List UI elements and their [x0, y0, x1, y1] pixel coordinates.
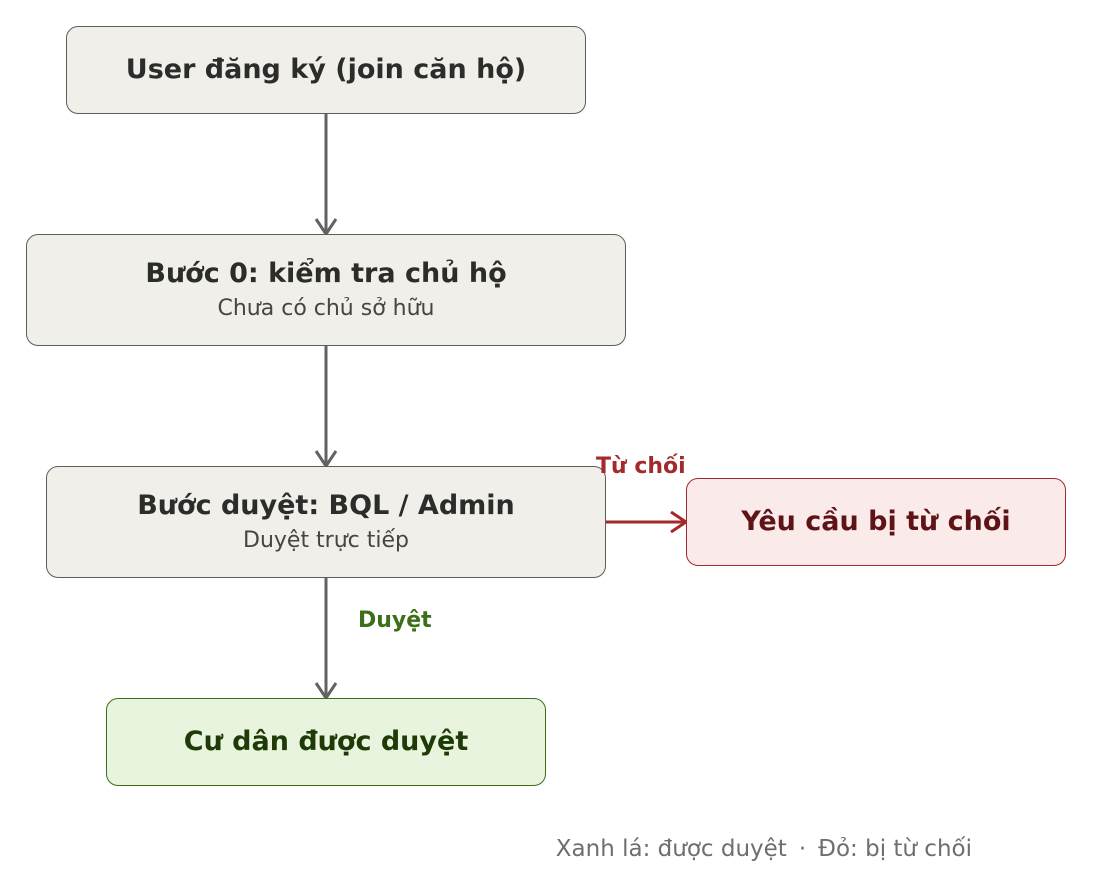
legend: Xanh lá: được duyệt · Đỏ: bị từ chối [0, 836, 972, 862]
approve-edge-label: Duyệt [358, 608, 432, 633]
approved-node: Cư dân được duyệt [106, 698, 546, 786]
edge-review-to-approved [314, 578, 338, 701]
legend-red: Đỏ: bị từ chối [818, 836, 972, 862]
register-node-title: User đăng ký (join căn hộ) [125, 54, 527, 86]
owner-check-node-title: Bước 0: kiểm tra chủ hộ [145, 258, 507, 290]
owner-check-node-subtitle: Chưa có chủ sở hữu [217, 296, 435, 322]
legend-green: Xanh lá: được duyệt [555, 836, 787, 862]
edge-register-to-step0 [314, 114, 338, 237]
register-node: User đăng ký (join căn hộ) [66, 26, 586, 114]
reject-edge-label: Từ chối [596, 454, 686, 479]
owner-check-node: Bước 0: kiểm tra chủ hộ Chưa có chủ sở h… [26, 234, 626, 346]
review-node-subtitle: Duyệt trực tiếp [243, 528, 409, 554]
review-node: Bước duyệt: BQL / Admin Duyệt trực tiếp [46, 466, 606, 578]
edge-step0-to-review [314, 346, 338, 469]
edge-review-to-rejected [606, 510, 689, 534]
review-node-title: Bước duyệt: BQL / Admin [137, 490, 515, 522]
rejected-node: Yêu cầu bị từ chối [686, 478, 1066, 566]
approved-node-title: Cư dân được duyệt [183, 726, 469, 758]
rejected-node-title: Yêu cầu bị từ chối [741, 506, 1011, 538]
legend-separator: · [798, 836, 807, 862]
